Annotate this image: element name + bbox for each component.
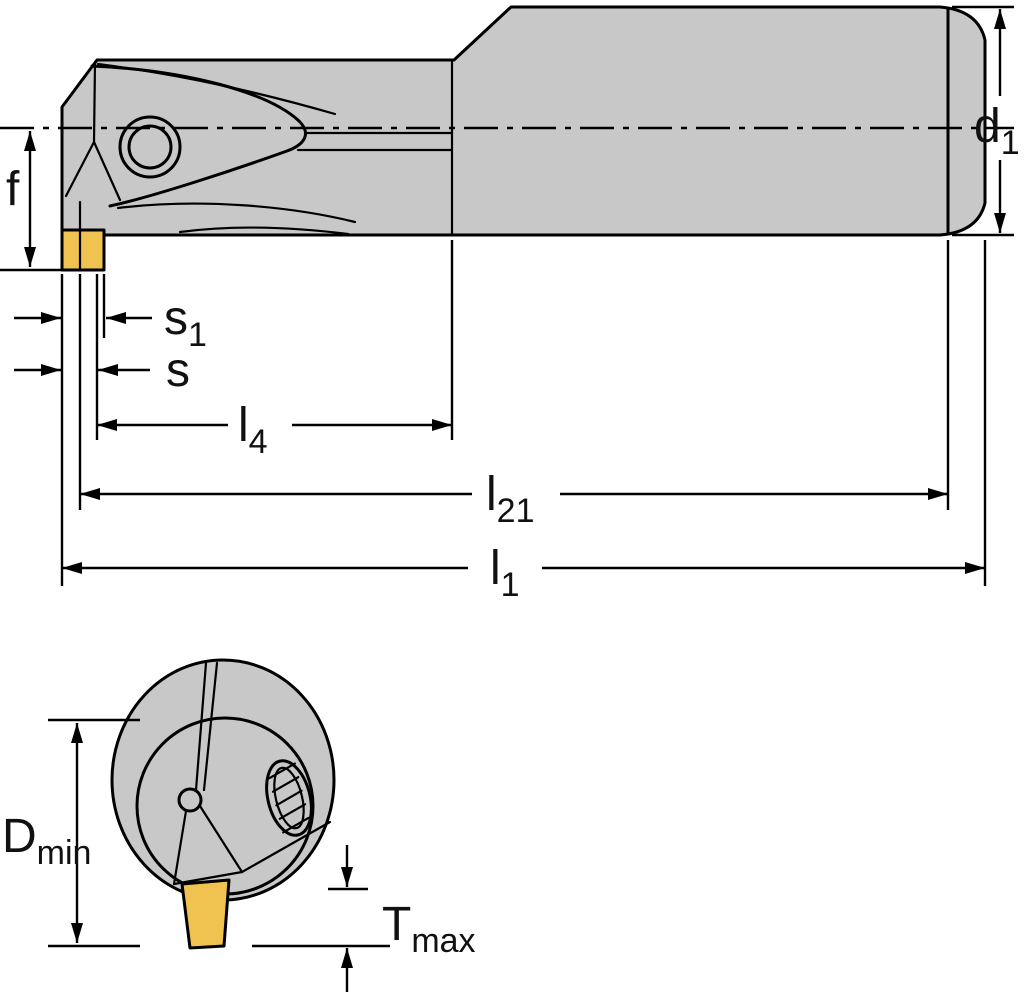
front-slot-line-left (194, 661, 208, 792)
clamp-screw-inner-circle (127, 124, 173, 170)
thread-hatch-line (268, 762, 296, 780)
thread-hatch-line (278, 803, 307, 820)
dim-f: f (6, 131, 36, 267)
front-view (110, 658, 336, 950)
front-clamp-line-right (198, 804, 244, 874)
dim-l21: l21 (80, 468, 948, 530)
dim-label-s1: s1 (164, 292, 207, 354)
front-pocket-bottom-line (172, 870, 244, 886)
thread-hole-inner (273, 766, 305, 830)
thread-hatch-line (275, 789, 303, 807)
side-insert-body (60, 228, 106, 272)
dim-label-f: f (6, 163, 20, 216)
dim-label-l4: l4 (238, 399, 268, 461)
pocket-curve (90, 64, 307, 208)
side-insert (60, 228, 106, 272)
dim-dmin: Dmin (2, 718, 140, 948)
front-clamp-line-left (172, 809, 188, 886)
facet-line (96, 62, 337, 116)
v-notch-right-line (92, 140, 122, 202)
thread-hatch-line (282, 816, 310, 834)
dim-label-l1: l1 (490, 542, 520, 604)
dim-l1: l1 (62, 542, 985, 604)
chip-line-lower (178, 226, 350, 236)
dim-tmax: Tmax (252, 845, 476, 992)
side-view (0, 5, 1014, 272)
dim-s: s (14, 344, 190, 397)
extension-lines (0, 5, 1014, 586)
dim-s1: s1 (14, 292, 207, 354)
chip-line-upper (116, 202, 357, 224)
dim-label-s: s (166, 344, 190, 397)
front-pocket-diagonal-line (240, 820, 332, 874)
tool-body-outline (60, 5, 987, 237)
front-thread-hole (265, 759, 313, 837)
dim-label-tmax: Tmax (382, 898, 476, 960)
thread-hatch-line (271, 776, 300, 793)
dim-label-dmin: Dmin (2, 810, 91, 872)
v-notch-left-line (64, 140, 96, 198)
front-pivot-circle (177, 787, 203, 813)
dim-label-d1: d1 (974, 100, 1020, 162)
front-slot-line-right (202, 661, 219, 792)
dim-label-l21: l21 (486, 468, 535, 530)
clamp-front-line (92, 60, 97, 144)
dim-l4: l4 (97, 399, 452, 461)
dim-d1: d1 (974, 9, 1020, 233)
front-insert (180, 878, 231, 950)
